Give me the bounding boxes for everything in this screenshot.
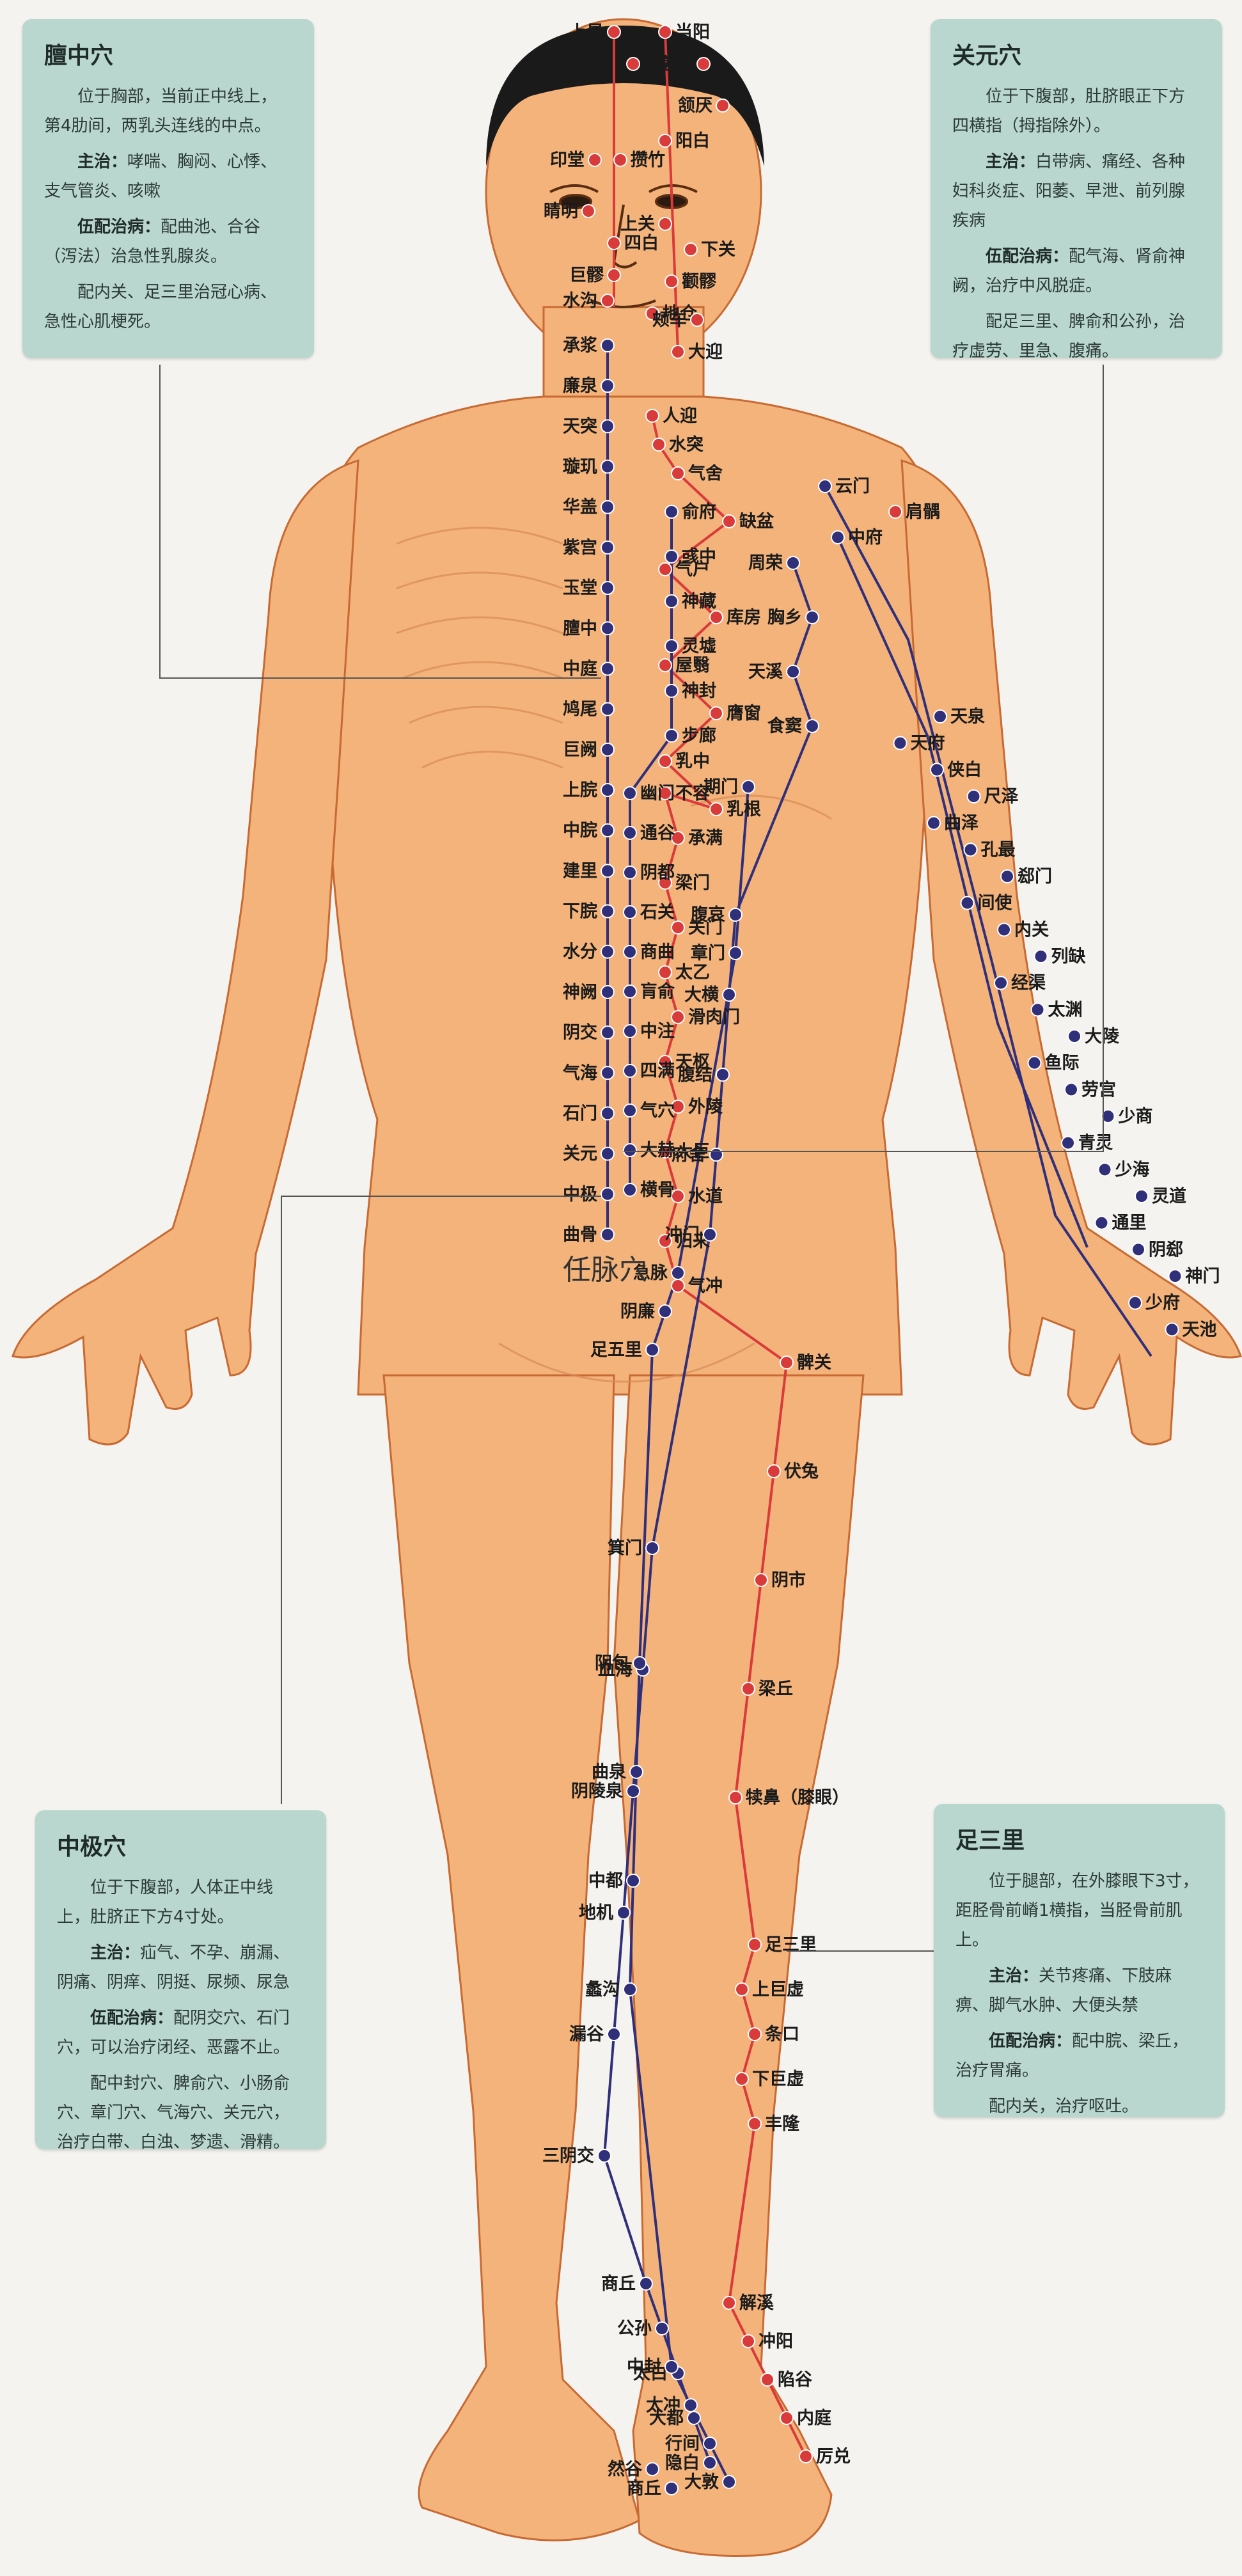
info-box-zhongji: 中极穴 位于下腹部，人体正中线上，肚脐正下方4寸处。 主治：疝气、不孕、崩漏、阴… <box>35 1810 326 2149</box>
box-label: 伍配治病： <box>989 2032 1072 2051</box>
box-label: 伍配治病： <box>90 2009 173 2028</box>
box-title: 关元穴 <box>952 37 1200 70</box>
box-location: 位于腿部，在外膝眼下3寸，距胫骨前嵴1横指，当胫骨前肌上。 <box>955 1867 1203 1955</box>
info-box-tanzhong: 膻中穴 位于胸部，当前正中线上，第4肋间，两乳头连线的中点。 主治：哮喘、胸闷、… <box>22 19 314 358</box>
box-extra: 配内关、足三里治冠心病、急性心肌梗死。 <box>44 278 292 336</box>
box-location: 位于胸部，当前正中线上，第4肋间，两乳头连线的中点。 <box>44 82 292 141</box>
box-label: 主治： <box>986 152 1035 171</box>
box-label: 伍配治病： <box>986 247 1069 266</box>
box-title: 足三里 <box>955 1822 1203 1855</box>
box-extra: 配中封穴、脾俞穴、小肠俞穴、章门穴、气海穴、关元穴，治疗白带、白浊、梦遗、滑精。 <box>57 2069 304 2157</box>
box-title: 中极穴 <box>57 1828 304 1861</box>
box-label: 主治： <box>77 152 127 171</box>
box-title: 膻中穴 <box>44 37 292 70</box>
info-box-guanyuan: 关元穴 位于下腹部，肚脐眼正下方四横指（拇指除外）。 主治：白带病、痛经、各种妇… <box>931 19 1222 358</box>
box-extra: 配足三里、脾俞和公孙，治疗虚劳、里急、腹痛。 <box>952 307 1200 366</box>
box-extra: 配内关，治疗呕吐。 <box>955 2092 1203 2121</box>
box-label: 主治： <box>90 1943 140 1963</box>
info-box-zusanli: 足三里 位于腿部，在外膝眼下3寸，距胫骨前嵴1横指，当胫骨前肌上。 主治：关节疼… <box>934 1804 1225 2117</box>
box-location: 位于下腹部，肚脐眼正下方四横指（拇指除外）。 <box>952 82 1200 141</box>
box-label: 伍配治病： <box>77 217 161 237</box>
box-indications: 关节疼痛、下肢麻痹、脚气水肿、大便头禁 <box>955 1966 1172 2015</box>
box-label: 主治： <box>989 1966 1039 1986</box>
box-location: 位于下腹部，人体正中线上，肚脐正下方4寸处。 <box>57 1873 304 1932</box>
